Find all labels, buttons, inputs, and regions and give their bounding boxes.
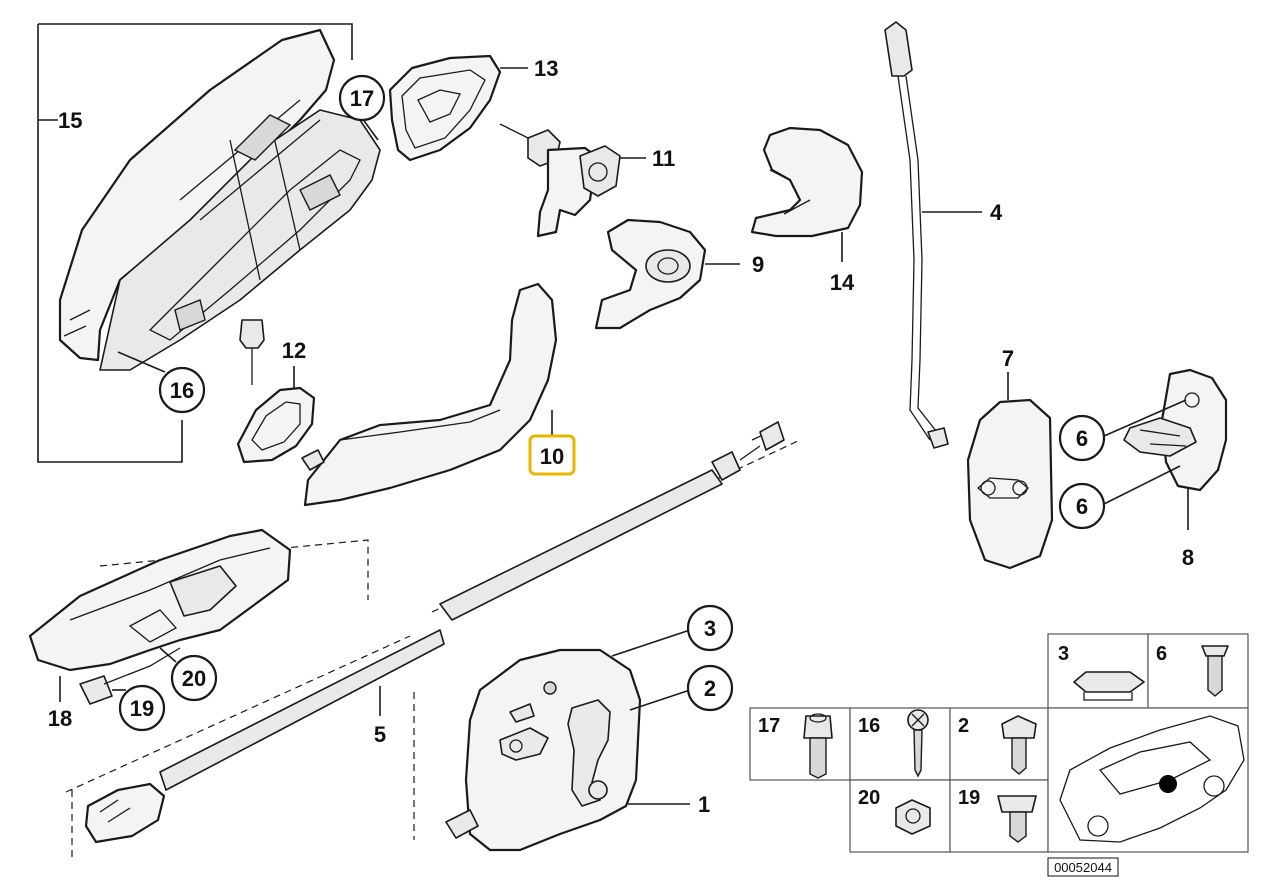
label-12: 12 xyxy=(282,338,306,363)
part-1-door-lock xyxy=(413,648,690,852)
cell-6-screw: 6 xyxy=(1156,643,1229,697)
callout-9[interactable]: 9 xyxy=(752,252,764,277)
label-6-lower: 6 xyxy=(1076,494,1088,519)
car-location-thumbnail xyxy=(1059,715,1245,843)
label-20: 20 xyxy=(182,666,206,691)
cell-label-20: 20 xyxy=(858,787,880,809)
label-1: 1 xyxy=(698,792,710,817)
callout-17[interactable]: 17 xyxy=(338,74,386,141)
label-7: 7 xyxy=(1002,346,1014,371)
cell-label-19: 19 xyxy=(958,787,980,809)
cell-16-tapping-screw: 16 xyxy=(858,709,929,778)
cell-3-plug: 3 xyxy=(1058,643,1145,701)
cell-17-socket-screw: 17 xyxy=(758,713,833,779)
label-18: 18 xyxy=(48,706,72,731)
part-13-seal xyxy=(388,54,528,162)
cell-label-17: 17 xyxy=(758,715,780,737)
callout-5[interactable]: 5 xyxy=(374,722,386,747)
cell-label-3: 3 xyxy=(1058,643,1069,665)
callout-11[interactable]: 11 xyxy=(652,146,675,171)
label-4: 4 xyxy=(990,200,1003,225)
label-17: 17 xyxy=(350,86,374,111)
callout-12[interactable]: 12 xyxy=(282,338,306,363)
callout-7[interactable]: 7 xyxy=(1002,346,1014,371)
cell-19-clip-screw: 19 xyxy=(958,787,1037,843)
label-2: 2 xyxy=(704,676,716,701)
callout-2[interactable]: 2 xyxy=(629,664,734,712)
callout-4[interactable]: 4 xyxy=(990,200,1003,225)
part-4-lock-rod xyxy=(884,21,982,449)
label-13: 13 xyxy=(534,56,558,81)
label-8: 8 xyxy=(1182,545,1194,570)
label-5: 5 xyxy=(374,722,386,747)
cell-label-6: 6 xyxy=(1156,643,1167,665)
label-14: 14 xyxy=(830,270,855,295)
callout-14[interactable]: 14 xyxy=(830,270,855,295)
label-11: 11 xyxy=(652,146,675,171)
callout-10[interactable]: 10 xyxy=(528,434,576,476)
part-18-inner-handle xyxy=(28,528,369,705)
part-14-cover-cap xyxy=(750,126,864,262)
label-6-upper: 6 xyxy=(1076,426,1088,451)
callout-20[interactable]: 20 xyxy=(159,647,218,702)
part-11-lock-cylinder xyxy=(499,123,646,238)
part-10-outer-handle xyxy=(301,282,558,507)
label-16: 16 xyxy=(170,378,194,403)
diagram-code-box: 00052044 xyxy=(1047,857,1119,877)
callout-18[interactable]: 18 xyxy=(48,706,72,731)
part-5-bowden-cable xyxy=(65,421,801,858)
cell-label-16: 16 xyxy=(858,715,880,737)
small-parts-table: 3 6 17 16 2 xyxy=(749,633,1249,853)
callout-3[interactable]: 3 xyxy=(611,604,734,657)
cell-label-2: 2 xyxy=(958,715,969,737)
callout-19[interactable]: 19 xyxy=(112,684,166,732)
part-15-handle-carrier xyxy=(37,23,381,463)
callout-8[interactable]: 8 xyxy=(1182,545,1194,570)
location-marker xyxy=(1159,775,1177,793)
label-15: 15 xyxy=(58,108,82,133)
label-19: 19 xyxy=(130,696,154,721)
callout-6-upper[interactable]: 6 xyxy=(1058,399,1187,462)
part-8-striker xyxy=(1123,368,1228,530)
callout-13[interactable]: 13 xyxy=(534,56,558,81)
part-12-gasket xyxy=(236,366,316,464)
callout-15[interactable]: 15 xyxy=(58,108,82,133)
callout-16[interactable]: 16 xyxy=(117,351,206,414)
callout-6-lower[interactable]: 6 xyxy=(1058,465,1181,530)
label-3: 3 xyxy=(704,616,716,641)
diagram-code: 00052044 xyxy=(1054,860,1112,875)
cell-2-bolt: 2 xyxy=(958,715,1037,775)
label-9: 9 xyxy=(752,252,764,277)
label-10: 10 xyxy=(540,444,564,469)
callout-1[interactable]: 1 xyxy=(698,792,710,817)
cell-20-nut: 20 xyxy=(858,787,931,835)
part-9-handle-cover xyxy=(594,218,740,330)
part-7-striker-cover xyxy=(966,372,1054,570)
